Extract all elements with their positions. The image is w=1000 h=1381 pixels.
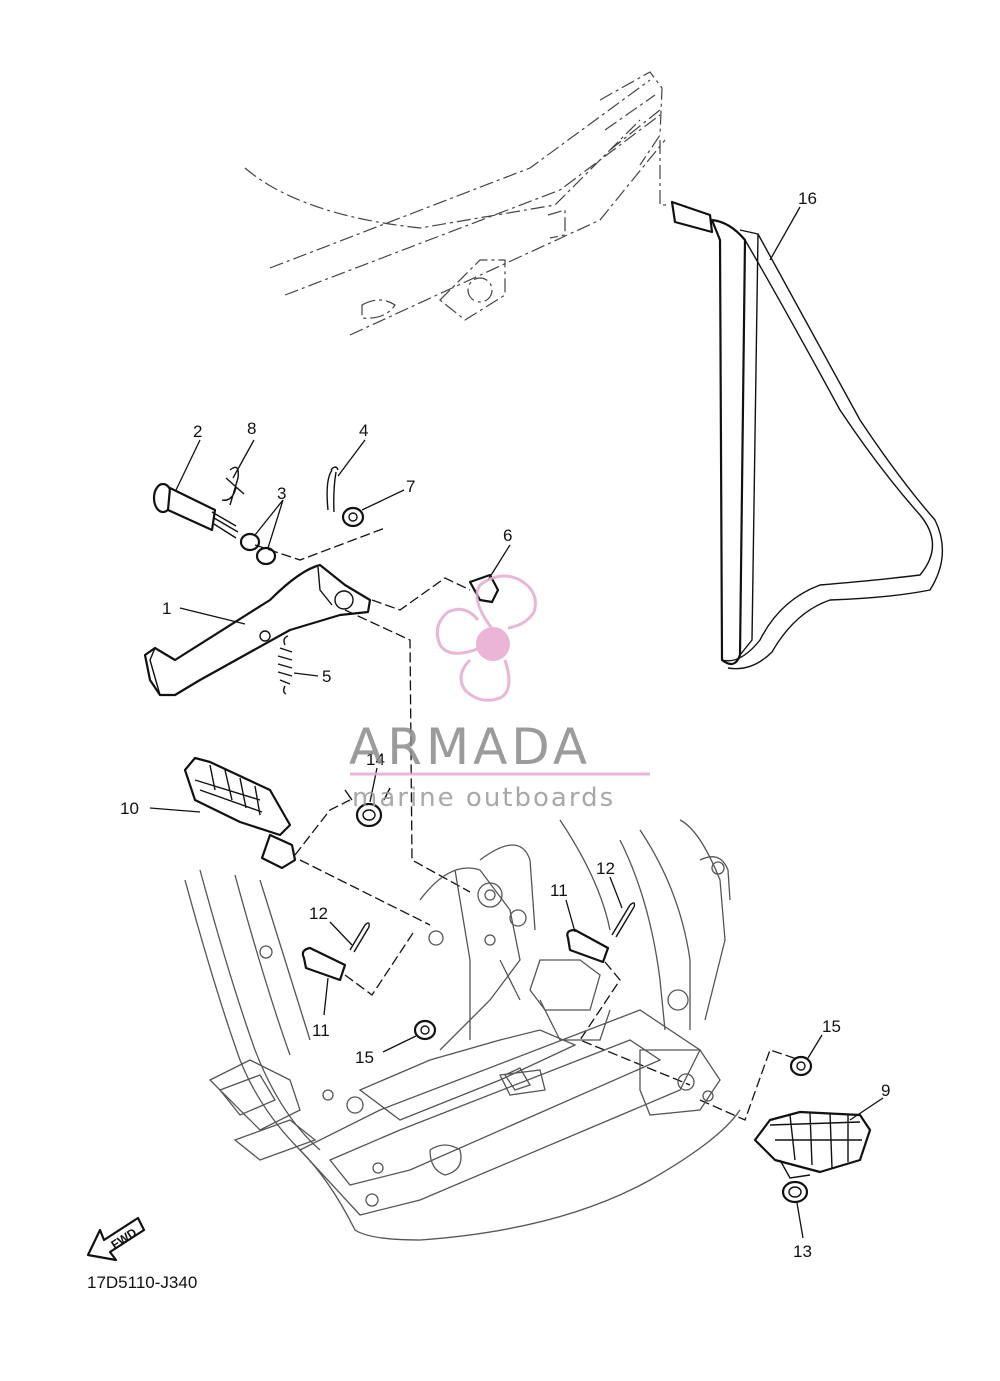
footrest-part-9 [753,1110,872,1179]
spring-part-13 [781,1180,809,1204]
callout-12b: 12 [596,859,615,878]
diagram-code: 17D5110-J340 [87,1273,197,1292]
cotter-pin-part-4 [326,466,339,513]
callout-8: 8 [247,419,256,438]
rear-frame-outline [244,71,670,336]
callout-leaders [149,206,884,1239]
callout-labels: 2 8 3 4 7 6 1 5 14 10 12 11 11 12 15 15 … [120,189,890,1261]
watermark-tagline: marine outboards [352,783,615,813]
callout-1: 1 [162,599,171,618]
callout-15b: 15 [822,1017,841,1036]
cotter-pin-part-12a [349,922,370,953]
callout-3: 3 [277,484,286,503]
callout-5: 5 [322,667,331,686]
callout-10: 10 [120,799,139,818]
callout-15a: 15 [355,1048,374,1067]
spring-part-14 [344,787,391,828]
footrest-part-10 [183,756,297,870]
washer-part-15a [413,1019,437,1041]
callout-13: 13 [793,1242,812,1261]
callout-6: 6 [503,526,512,545]
pin-part-11b [566,928,610,964]
callout-14: 14 [366,750,385,769]
callout-11a: 11 [312,1021,330,1040]
propeller-logo-icon [435,574,537,702]
main-frame-outline [184,819,741,1241]
washer-part-7 [341,506,365,528]
callout-16: 16 [798,189,817,208]
r-clip-part-8 [221,466,245,506]
callout-11b: 11 [550,881,568,900]
spring-part-5 [277,635,293,695]
brake-pedal-part-1 [143,563,372,697]
callout-7: 7 [406,477,415,496]
o-rings-part-3 [239,532,277,566]
callout-2: 2 [193,422,202,441]
callout-9: 9 [881,1081,890,1100]
assembly-lines [254,527,801,1121]
callout-4: 4 [359,421,368,440]
armada-logo-watermark: ARMADA marine outboards [349,574,650,813]
callout-12a: 12 [309,904,328,923]
washer-part-15b [789,1055,813,1077]
pin-part-11a [301,946,347,982]
side-stand-part-16 [670,200,944,670]
fwd-arrow-icon: FWD [86,1216,146,1262]
watermark-brand: ARMADA [349,718,591,776]
cotter-pin-part-12b [611,902,636,938]
pivot-bolt-part-2 [152,482,239,539]
